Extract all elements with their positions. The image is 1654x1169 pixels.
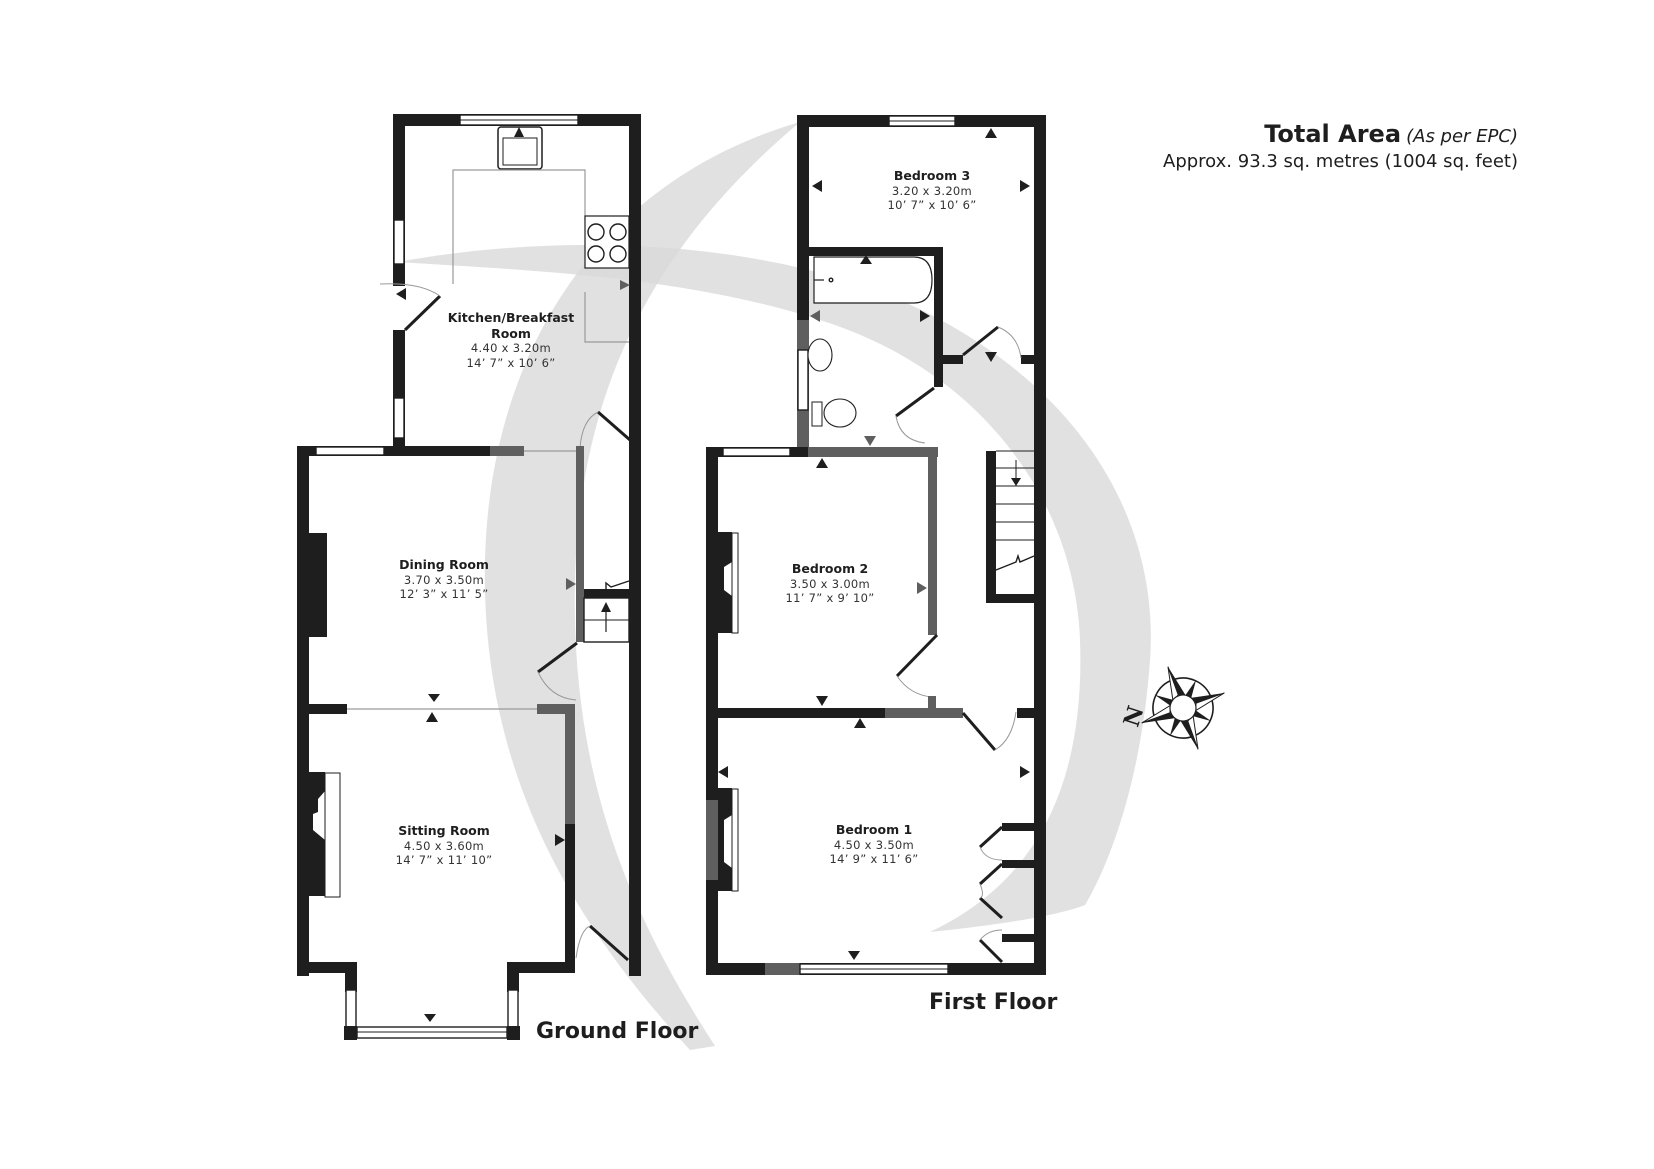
watermark-logo (398, 122, 1151, 1050)
room-label-dining: Dining Room 3.70 x 3.50m 12’ 3” x 11’ 5” (399, 557, 489, 601)
room-metric: 4.40 x 3.20m (470, 341, 552, 356)
room-label-bedroom1: Bedroom 1 4.50 x 3.50m 14’ 9” x 11’ 6” (829, 822, 918, 866)
bath-icon (813, 256, 933, 304)
basin-icon (807, 338, 833, 372)
room-name: Bedroom 1 (835, 822, 913, 837)
room-imperial: 14’ 9” x 11’ 6” (829, 852, 919, 866)
room-imperial: 10’ 7” x 10’ 6” (887, 198, 977, 212)
room-metric: 3.20 x 3.20m (891, 183, 973, 198)
room-metric: 3.70 x 3.50m (403, 572, 485, 587)
room-imperial: 14’ 7” x 11’ 10” (395, 853, 493, 867)
compass-rose-icon (1141, 666, 1225, 750)
toilet-icon (811, 398, 857, 428)
first-floor-plan (706, 115, 1046, 975)
total-area-title: Total Area (1264, 120, 1402, 148)
room-label-kitchen: Kitchen/Breakfast Room 4.40 x 3.20m 14’ … (448, 310, 574, 370)
room-imperial: 12’ 3” x 11’ 5” (399, 587, 489, 601)
room-name-line2: Room (491, 325, 531, 341)
dining-top-wall (297, 446, 522, 456)
room-name: Kitchen/Breakfast (447, 310, 575, 325)
total-area-note: (As per EPC) (1406, 126, 1518, 147)
room-name: Bedroom 2 (791, 561, 869, 576)
room-imperial: 14’ 7” x 10’ 6” (466, 355, 556, 370)
room-metric: 4.50 x 3.60m (403, 838, 485, 853)
staircase-icon (986, 450, 1035, 603)
room-name: Sitting Room (398, 823, 490, 838)
room-name: Dining Room (399, 557, 489, 572)
ground-right-wall (629, 114, 641, 976)
room-label-sitting: Sitting Room 4.50 x 3.60m 14’ 7” x 11’ 1… (396, 823, 493, 867)
hob-icon (584, 215, 630, 269)
first-floor-title: First Floor (929, 990, 1058, 1015)
ground-floor-plan (297, 114, 641, 1040)
room-name: Bedroom 3 (893, 168, 971, 183)
ground-floor-title: Ground Floor (536, 1019, 699, 1044)
room-imperial: 11’ 7” x 9’ 10” (785, 591, 875, 605)
room-label-bedroom3: Bedroom 3 3.20 x 3.20m 10’ 7” x 10’ 6” (887, 168, 976, 212)
room-metric: 4.50 x 3.50m (833, 837, 915, 852)
room-label-bedroom2: Bedroom 2 3.50 x 3.00m 11’ 7” x 9’ 10” (785, 561, 874, 605)
total-area-block: Total Area (As per EPC) Approx. 93.3 sq.… (1163, 120, 1518, 172)
total-area-value: Approx. 93.3 sq. metres (1004 sq. feet) (1163, 151, 1518, 172)
room-metric: 3.50 x 3.00m (789, 576, 871, 591)
first-right-wall (1034, 115, 1046, 975)
